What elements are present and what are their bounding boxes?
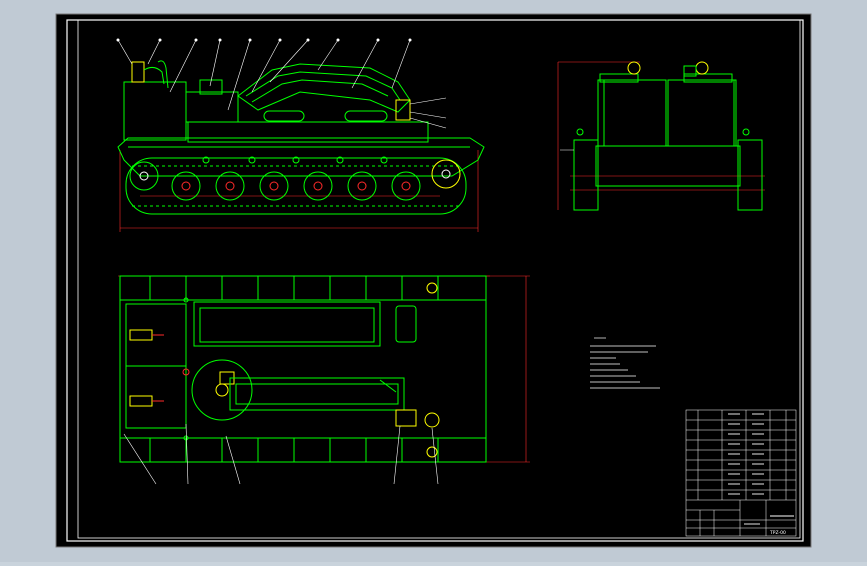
side-dimension-lines xyxy=(119,150,479,232)
inner-frame xyxy=(77,19,801,539)
bom-table xyxy=(686,410,796,501)
turntable xyxy=(191,359,253,421)
technical-notes xyxy=(590,337,660,389)
support-rollers xyxy=(202,156,388,164)
left-track-front xyxy=(573,139,599,211)
top-boom-arm xyxy=(229,377,405,411)
top-end-effector xyxy=(395,409,417,427)
title-cells xyxy=(686,500,796,536)
top-track-lower xyxy=(120,437,486,462)
top-hatch xyxy=(395,305,417,343)
idler-wheel xyxy=(129,161,159,191)
left-tank-front xyxy=(597,79,667,147)
side-leader-lines xyxy=(117,39,411,111)
front-view[interactable] xyxy=(557,61,765,211)
side-view[interactable] xyxy=(116,38,485,233)
tank-cap xyxy=(131,61,145,83)
drawing-sheet xyxy=(55,13,812,548)
title-block: TPZ-00 xyxy=(685,409,797,537)
side-balloons xyxy=(116,38,412,42)
right-tank-front xyxy=(667,79,737,147)
upper-deck xyxy=(187,121,429,143)
hull-body xyxy=(117,137,485,177)
track-belt xyxy=(125,157,467,215)
top-leader-lines xyxy=(123,423,439,485)
bom-glyph-marks xyxy=(728,413,794,525)
road-wheels xyxy=(171,171,421,201)
boom-end-effector xyxy=(395,99,411,121)
front-cap-left xyxy=(627,61,641,75)
drawing-number: TPZ-00 xyxy=(769,530,786,536)
top-track-upper xyxy=(120,276,486,301)
right-track-front xyxy=(737,139,763,211)
top-view[interactable] xyxy=(118,275,530,485)
drive-sprocket xyxy=(431,159,461,189)
top-upper-channel xyxy=(193,301,381,347)
